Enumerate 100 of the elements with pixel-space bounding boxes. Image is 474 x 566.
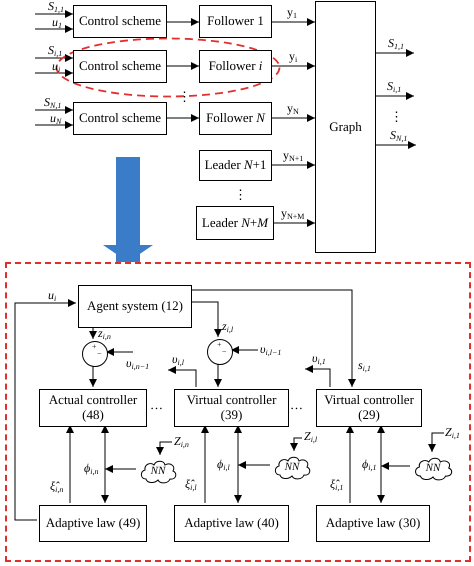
arrow [104, 465, 136, 473]
summing-junction [82, 341, 108, 367]
edge-label: S$_{N,1}$ [390, 129, 408, 141]
process-box [73, 50, 167, 83]
arrow [274, 219, 316, 227]
arrow [89, 326, 97, 340]
arrow [376, 141, 416, 149]
arrow [89, 364, 97, 388]
edge-label: Z$_{i,1}$ [445, 426, 460, 438]
arrow [168, 366, 196, 388]
plus-sign: + [92, 343, 97, 351]
box-label: Leader N+M [202, 216, 268, 230]
summing-junction [207, 339, 233, 365]
horizontal-ellipsis: … [150, 398, 163, 411]
arrow [101, 424, 109, 504]
box-label: Agent system (12) [86, 299, 184, 314]
edge-label: z$_{i,l}$ [222, 320, 234, 332]
arrow [377, 424, 385, 504]
arrow [166, 62, 200, 70]
process-box [199, 150, 272, 181]
box-label: Actual controller (48) [48, 393, 138, 423]
process-box [73, 5, 167, 38]
process-box [39, 505, 147, 542]
edge-label: u$_{i}$ [52, 60, 60, 72]
block-arrow [103, 157, 153, 262]
edge-label: Z$_{i,n}$ [174, 435, 189, 447]
edge-label: y$_{N}$ [287, 102, 299, 114]
process-box [316, 389, 422, 427]
process-box [316, 505, 430, 542]
arrow [290, 438, 302, 452]
minus-sign: − [97, 350, 102, 358]
edge-label: Z$_{i,l}$ [304, 430, 318, 442]
arrow [346, 424, 354, 504]
cloud-label: NN [150, 465, 166, 477]
edge-label: y$_{N+1}$ [283, 149, 304, 161]
box-label: Control scheme [79, 14, 161, 29]
box-label: Virtual controller (39) [186, 393, 278, 423]
arrow [304, 365, 330, 388]
arrow [166, 18, 200, 26]
process-box [315, 1, 376, 253]
arrow [34, 25, 74, 33]
arrow [34, 106, 74, 114]
arrow [66, 424, 74, 504]
vertical-ellipsis: ⋮ [178, 90, 191, 103]
arrow [380, 462, 410, 470]
process-box [196, 206, 274, 240]
edge-label: ξ̂$_{i,1}$ [330, 478, 344, 490]
edge-label: υ$_{i,l}$ [172, 353, 184, 365]
arrow [272, 114, 316, 122]
cloud-label: NN [284, 461, 300, 473]
arrow [14, 299, 76, 520]
box-label: Leader N+1 [204, 158, 266, 173]
edge-label: y$_{i}$ [289, 50, 298, 62]
edge-label: S$_{1,1}$ [388, 37, 404, 49]
edge-label: u$_{N}$ [50, 112, 62, 124]
edge-label: u$_{1}$ [52, 16, 62, 28]
edge-label: υ$_{i,l−1}$ [260, 343, 282, 355]
edge-label: υ$_{i,n−1}$ [126, 357, 150, 369]
box-label: Adaptive law (40) [184, 516, 279, 531]
box-label: Graph [329, 120, 362, 134]
box-label: Follower N [206, 111, 265, 126]
plus-sign: + [217, 341, 222, 349]
edge-label: ϕ$_{i,n}$ [84, 462, 98, 474]
arrow [156, 442, 172, 456]
arrow [272, 161, 316, 169]
arrow [272, 62, 316, 70]
box-label: Virtual controller (29) [323, 393, 415, 423]
arrow [166, 114, 200, 122]
arrow [214, 362, 222, 388]
arrow [34, 121, 74, 129]
dashed-frame [5, 262, 471, 562]
arrow [376, 49, 414, 57]
arrow [238, 461, 270, 469]
arrow [234, 424, 242, 504]
edge-label: S$_{N,1}$ [44, 96, 62, 108]
edge-label: z$_{i,n}$ [98, 327, 111, 339]
process-box [174, 505, 289, 542]
edge-label: y$_{N+M}$ [281, 207, 304, 219]
box-label: Control scheme [79, 111, 161, 126]
cloud-label: NN [426, 462, 440, 474]
arrow [272, 18, 316, 26]
box-label: Follower i [208, 59, 262, 74]
arrow [201, 424, 209, 504]
horizontal-ellipsis: … [290, 398, 303, 411]
vertical-ellipsis: ⋮ [234, 188, 247, 201]
edge-label: ξ̂$_{i,l}$ [185, 478, 197, 490]
process-box [199, 50, 272, 83]
arrow [376, 92, 414, 100]
arrow [428, 432, 444, 452]
edge-label: υ$_{i,1}$ [312, 352, 326, 364]
arrow [230, 346, 258, 354]
process-box [78, 285, 192, 328]
box-label: Adaptive law (30) [326, 516, 420, 531]
edge-label: ϕ$_{i,l}$ [217, 458, 230, 470]
process-box [73, 102, 167, 135]
arrow [106, 348, 134, 356]
arrow [34, 54, 74, 62]
edge-label: u$_{i}$ [48, 289, 56, 301]
edge-label: S$_{i,1}$ [387, 80, 402, 92]
edge-label: S$_{1,1}$ [48, 0, 64, 12]
